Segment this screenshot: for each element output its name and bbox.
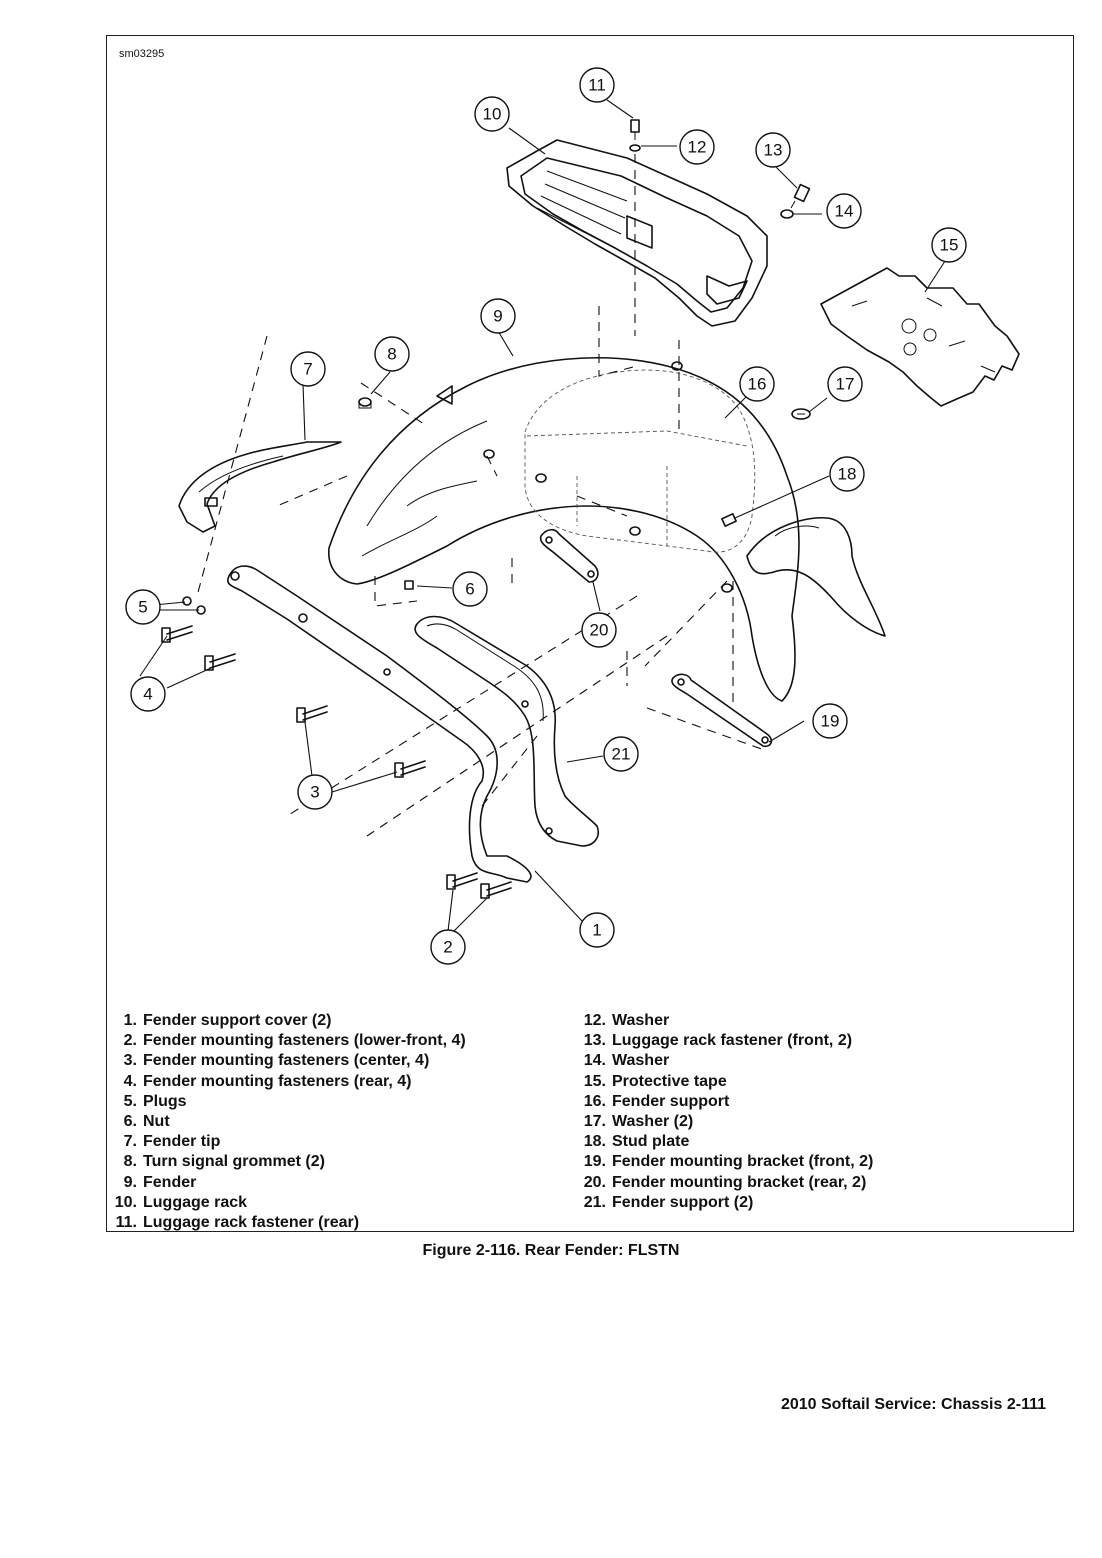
- center-fasteners-drawing: [296, 705, 426, 778]
- callout-3: 3: [297, 774, 333, 810]
- alignment-lines: [196, 154, 768, 837]
- svg-text:3: 3: [310, 783, 319, 802]
- callout-7: 7: [290, 351, 326, 387]
- callout-6: 6: [452, 571, 488, 607]
- fender-drawing: [328, 357, 800, 702]
- svg-text:16: 16: [748, 375, 767, 394]
- legend-item: 3.Fender mounting fasteners (center, 4): [123, 1052, 430, 1070]
- svg-text:20: 20: [590, 621, 609, 640]
- hardware-drawing: [629, 119, 811, 420]
- leader-lines: [139, 99, 948, 932]
- callout-20: 20: [581, 612, 617, 648]
- legend-item: 19.Fender mounting bracket (front, 2): [583, 1153, 874, 1171]
- plugs-drawing: [182, 596, 206, 615]
- callout-17: 17: [827, 366, 863, 402]
- legend-item: 4.Fender mounting fasteners (rear, 4): [123, 1072, 412, 1090]
- legend-item: 12.Washer: [583, 1012, 670, 1029]
- svg-text:11: 11: [588, 76, 606, 95]
- legend-item: 17.Washer (2): [583, 1113, 694, 1131]
- legend-right: 12.Washer 13.Luggage rack fastener (fron…: [576, 1011, 874, 1213]
- rear-fasteners-drawing: [161, 625, 236, 671]
- callout-10: 10: [474, 96, 510, 132]
- callout-11: 11: [579, 67, 615, 103]
- callout-16: 16: [739, 366, 775, 402]
- svg-text:1: 1: [592, 921, 601, 940]
- legend-item: 11.Luggage rack fastener (rear): [115, 1214, 360, 1232]
- legend-item: 6.Nut: [123, 1113, 170, 1131]
- svg-text:8: 8: [387, 345, 396, 364]
- callout-5: 5: [125, 589, 161, 625]
- svg-text:9: 9: [493, 307, 502, 326]
- svg-text:17: 17: [836, 375, 855, 394]
- svg-text:10: 10: [483, 105, 502, 124]
- page-footer: 2010 Softail Service: Chassis 2-111: [780, 1396, 1046, 1413]
- figure-id-label: sm03295: [119, 48, 165, 60]
- svg-text:19: 19: [821, 712, 840, 731]
- svg-text:5: 5: [138, 598, 147, 617]
- callout-19: 19: [812, 703, 848, 739]
- svg-text:15: 15: [940, 236, 959, 255]
- legend-item: 18.Stud plate: [583, 1133, 690, 1151]
- legend-item: 10.Luggage rack: [114, 1193, 248, 1211]
- legend-item: 16.Fender support: [583, 1092, 730, 1110]
- fender-tip-drawing: [178, 441, 342, 533]
- svg-text:6: 6: [465, 580, 474, 599]
- exploded-view-drawing: 1 2 3 4 5 6 7 8 9 10 11 12 13 14 15 16 1…: [125, 67, 1020, 965]
- callout-14: 14: [826, 193, 862, 229]
- callout-18: 18: [829, 456, 865, 492]
- legend-item: 2.Fender mounting fasteners (lower-front…: [123, 1032, 466, 1050]
- lower-front-fasteners-drawing: [446, 872, 512, 899]
- svg-text:14: 14: [835, 202, 854, 221]
- svg-text:7: 7: [303, 360, 312, 379]
- svg-text:21: 21: [612, 745, 631, 764]
- legend-item: 1.Fender support cover (2): [123, 1012, 332, 1029]
- legend-item: 14.Washer: [583, 1052, 670, 1070]
- grommet-drawing: [358, 397, 372, 409]
- legend-item: 5.Plugs: [123, 1092, 187, 1110]
- callout-12: 12: [679, 129, 715, 165]
- callout-4: 4: [130, 676, 166, 712]
- svg-text:18: 18: [838, 465, 857, 484]
- legend-item: 9.Fender: [123, 1173, 197, 1191]
- protective-tape-drawing: [820, 267, 1020, 407]
- callout-1: 1: [579, 912, 615, 948]
- svg-text:13: 13: [764, 141, 783, 160]
- figure-frame: sm03295: [106, 35, 1074, 1232]
- fender-support-drawing: [414, 615, 599, 847]
- legend-item: 15.Protective tape: [583, 1072, 727, 1090]
- legend-left: 1.Fender support cover (2) 2.Fender moun…: [107, 1011, 466, 1233]
- legend-item: 8.Turn signal grommet (2): [123, 1153, 325, 1171]
- luggage-rack-drawing: [506, 139, 768, 327]
- svg-text:4: 4: [143, 685, 152, 704]
- callout-9: 9: [480, 298, 516, 334]
- callout-15: 15: [931, 227, 967, 263]
- callout-21: 21: [603, 736, 639, 772]
- fender-rear-extension-drawing: [746, 516, 886, 637]
- callout-2: 2: [430, 929, 466, 965]
- legend-item: 7.Fender tip: [123, 1133, 221, 1151]
- stud-plate-drawing: [721, 513, 737, 527]
- fender-support-cover-drawing: [226, 565, 532, 883]
- svg-text:12: 12: [688, 138, 707, 157]
- svg-text:2: 2: [443, 938, 452, 957]
- callout-8: 8: [374, 336, 410, 372]
- legend-item: 13.Luggage rack fastener (front, 2): [583, 1032, 853, 1050]
- legend-item: 21.Fender support (2): [583, 1193, 754, 1211]
- figure-caption: Figure 2-116. Rear Fender: FLSTN: [422, 1242, 680, 1259]
- legend-item: 20.Fender mounting bracket (rear, 2): [583, 1173, 867, 1191]
- front-bracket-drawing: [671, 673, 773, 748]
- nut-drawing: [404, 580, 414, 590]
- callout-13: 13: [755, 132, 791, 168]
- rear-bracket-drawing: [539, 528, 599, 583]
